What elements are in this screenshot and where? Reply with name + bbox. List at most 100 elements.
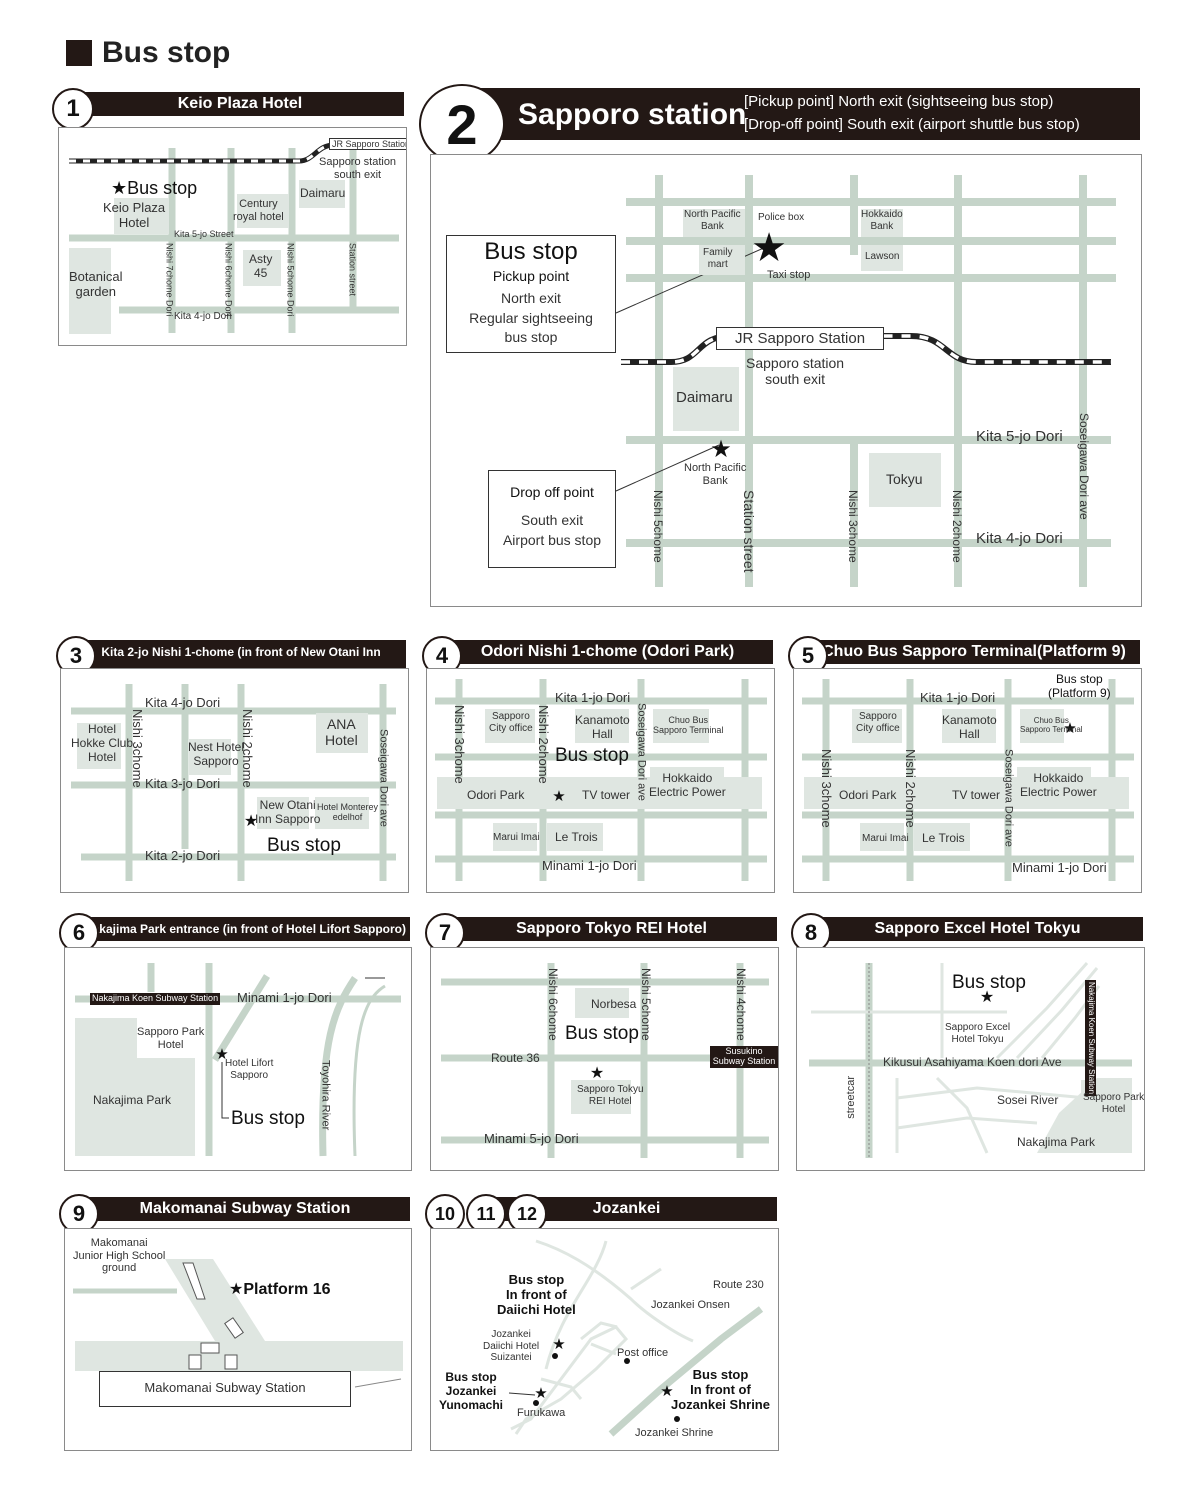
map5-city-office-label: Sapporo City office <box>856 711 900 734</box>
chuo-building <box>653 709 709 743</box>
map6-bus-stop: Bus stop <box>231 1108 305 1129</box>
map4-nishi2-label: Nishi 2chome <box>535 705 551 784</box>
map1-bus-stop: ★Bus stop <box>111 178 198 198</box>
jozankei-onsen-label: Jozankei Onsen <box>651 1299 730 1311</box>
jozankei-shrine-label: Jozankei Shrine <box>635 1427 714 1439</box>
botanical-garden-area <box>69 248 111 334</box>
daimaru-label: Daimaru <box>300 186 346 200</box>
map4-sosei-label: Soseigawa Dori ave <box>635 703 648 801</box>
family-mart-label: Family mart <box>703 247 733 270</box>
map4-minami1-label: Minami 1-jo Dori <box>542 858 637 873</box>
map5-star-icon: ★ <box>1063 720 1076 737</box>
yunomachi-bus-stop-label: Bus stop Jozankei Yunomachi <box>439 1370 504 1412</box>
map2-number: 2 <box>419 84 505 164</box>
ana-building <box>316 713 368 753</box>
map2-kita5-label: Kita 5-jo Dori <box>976 428 1063 445</box>
map7-susukino-label: Susukino Subway Station <box>710 1046 778 1068</box>
map2-roads: ★ ★ <box>615 175 1116 587</box>
map3-sosei-label: Soseigawa Dori ave <box>377 729 390 827</box>
furukawa-label: Furukawa <box>517 1407 566 1419</box>
map6-sapporo-park-label: Sapporo Park Hotel <box>137 1026 205 1051</box>
lawson-label: Lawson <box>865 251 900 262</box>
map4-star-icon: ★ <box>552 788 565 805</box>
map7-panel: ★ Nishi 6chome Nishi 5chome Nishi 4chome… <box>430 947 779 1171</box>
map1-jr-station-label: JR Sapporo Station <box>329 138 406 151</box>
map5-hepco-building <box>1017 767 1091 807</box>
map2-dropoff-line: [Drop-off point] South exit (airport shu… <box>744 116 1080 133</box>
map12-number: 12 <box>507 1194 547 1234</box>
pickup-callout: Bus stop Pickup point North exit Regular… <box>446 235 616 353</box>
map5-le-trois-label: Le Trois <box>922 831 965 845</box>
map2-nishi3-label: Nishi 3chome <box>845 490 860 563</box>
nishi6-label: Nishi 6chome Dori <box>223 243 234 317</box>
lawson-building <box>861 245 903 271</box>
map2-panel: ★ ★ North Pacific Bank Police box Hokkai… <box>430 154 1142 607</box>
map2-pickup-line: [Pickup point] North exit (sightseeing b… <box>744 93 1054 110</box>
sapporo-park-building <box>137 1018 197 1058</box>
map5-odori-park-label: Odori Park <box>839 788 897 802</box>
map4-kanamoto-label: Kanamoto Hall <box>575 713 630 741</box>
new-otani-building <box>257 797 309 829</box>
map2-kita4-label: Kita 4-jo Dori <box>976 530 1063 547</box>
daiichi-hotel-dot-icon <box>552 1353 558 1359</box>
map1-panel: JR Sapporo Station Sapporo station south… <box>58 127 407 346</box>
shrine-stop-star-icon: ★ <box>660 1383 673 1400</box>
map8-excel-label: Sapporo Excel Hotel Tokyu <box>945 1022 1011 1045</box>
kita4-label: Kita 4-jo Dori <box>174 311 232 322</box>
tokyu-label: Tokyu <box>886 471 923 487</box>
kanamoto-building <box>575 709 629 743</box>
map1-roads <box>69 142 399 333</box>
map10-roads: ★ ★ ★ <box>508 1239 764 1437</box>
map4-kita1-label: Kita 1-jo Dori <box>555 690 631 705</box>
square-bullet-icon <box>66 40 92 66</box>
page-title: Bus stop <box>66 36 230 70</box>
map2-daimaru-label: Daimaru <box>676 389 733 406</box>
map5-le-trois-building <box>914 823 970 851</box>
map4-chuo-label: Chuo Bus Sapporo Terminal <box>653 715 724 736</box>
hokkaido-bank-label: Hokkaido Bank <box>861 209 903 232</box>
map2-south-exit-label: Sapporo station south exit <box>746 355 845 388</box>
daiichi-hotel-label: Jozankei Daiichi Hotel Suizantei <box>483 1329 540 1363</box>
map6-star-icon: ★ <box>215 1046 228 1063</box>
police-box-label: Police box <box>758 212 805 223</box>
map9-station-label: Makomanai Subway Station <box>144 1380 306 1395</box>
map9-panel: Makomanai Junior High School ground ★Pla… <box>64 1228 412 1451</box>
np-bank-south-label: North Pacific Bank <box>684 462 747 487</box>
pickup-bus-stop-title: Bus stop <box>484 238 578 265</box>
map8-nakajima-park-label: Nakajima Park <box>1017 1135 1096 1149</box>
map3-kita2-label: Kita 2-jo Dori <box>145 848 221 863</box>
map4-bus-stop: Bus stop <box>555 745 629 766</box>
map4-panel: ★ Kita 1-jo Dori Nishi 3chome Sapporo Ci… <box>426 668 775 893</box>
dropoff-desc: South exit Airport bus stop <box>502 512 602 548</box>
map4-nishi3-label: Nishi 3chome <box>451 705 467 784</box>
hokke-building <box>77 723 121 769</box>
daiichi-stop-star-icon: ★ <box>552 1336 565 1353</box>
map5-nishi2-label: Nishi 2chome <box>902 749 918 828</box>
map5-header: Chuo Bus Sapporo Terminal(Platform 9) <box>808 640 1140 664</box>
post-office-label: Post office <box>617 1347 669 1359</box>
map5-nishi3-label: Nishi 3chome <box>818 749 834 828</box>
map5-tv-tower-label: TV tower <box>952 788 1001 802</box>
nest-label: Nest Hotel Sapporo <box>188 740 245 768</box>
map4-marui-label: Marui Imai <box>493 832 540 843</box>
map3-nishi3-label: Nishi 3chome <box>129 709 145 788</box>
hokkaido-bank-building <box>861 209 903 237</box>
map5-sosei-label: Soseigawa Dori ave <box>1002 749 1015 847</box>
map8-number: 8 <box>791 913 831 953</box>
map9-roads <box>73 1259 403 1388</box>
map8-subway-label: Nakajima Koen Subway Station <box>1085 980 1096 1097</box>
map5-hepco-label: Hokkaido Electric Power <box>1020 771 1097 799</box>
map6-subway-label: Nakajima Koen Subway Station <box>90 993 221 1005</box>
map5-chuo-label: Chuo Bus Sapporo Terminal <box>1020 716 1083 735</box>
map5-panel: ★ Kita 1-jo Dori Bus stop (Platform 9) S… <box>793 668 1142 893</box>
hepco-building <box>650 767 724 807</box>
map6-panel: ★ Nakajima Koen Subway Station Minami 1-… <box>64 947 412 1171</box>
keio-building <box>114 198 169 234</box>
yunomachi-stop-star-icon: ★ <box>534 1385 547 1402</box>
daimaru-building <box>673 367 739 431</box>
map11-number: 11 <box>466 1194 506 1234</box>
map6-header: Nakajima Park entrance (in front of Hote… <box>80 917 410 941</box>
route230-label: Route 230 <box>713 1279 764 1291</box>
map3-nishi2-label: Nishi 2chome <box>239 709 255 788</box>
makomanai-station-box: Makomanai Subway Station <box>99 1371 351 1407</box>
